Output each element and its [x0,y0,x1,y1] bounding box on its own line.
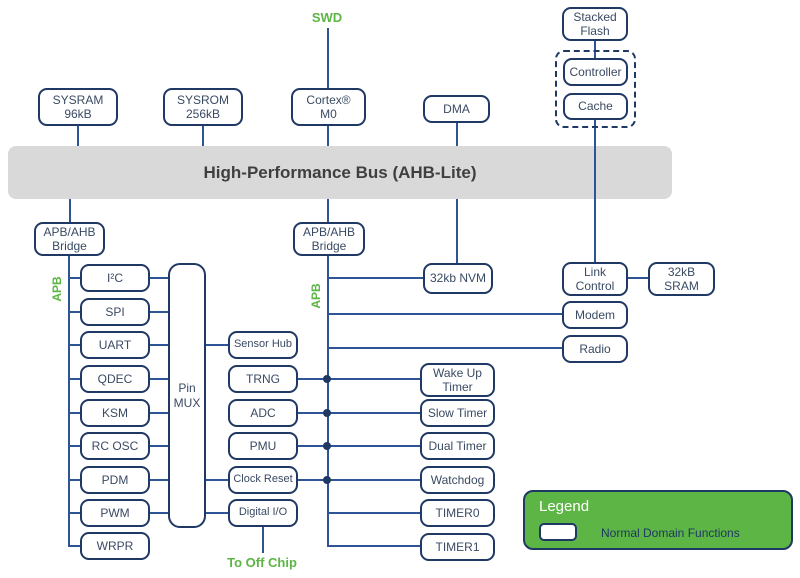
box-sysram: SYSRAM 96kB [38,88,118,126]
connector-adc-slowtimer [298,412,420,414]
box-pdm: PDM [80,466,150,494]
connector-spine-spi [68,311,81,313]
connector-digitalio-offchip [262,527,264,553]
connector-dma-bus [456,123,458,146]
connector-spine-uart [68,344,81,346]
connector-trng-wakeup [298,378,420,380]
box-adc: ADC [228,399,298,427]
connector-sysrom-bus [202,125,204,146]
connector-spine-qdec [68,378,81,380]
legend-swatch-normal-domain [539,523,577,541]
connector-spine-pwm [68,512,81,514]
box-trng: TRNG [228,365,298,393]
box-modem: Modem [562,301,628,329]
box-watchdog: Watchdog [420,466,495,494]
box-link-control: Link Control [562,262,628,296]
connector-ksm-pinmux [150,412,168,414]
connector-spine-nvm [327,277,423,279]
box-rc-osc: RC OSC [80,432,150,460]
connector-pinmux-sensorhub [206,344,228,346]
apb-spine-left [68,255,70,547]
connector-qdec-pinmux [150,378,168,380]
box-timer1: TIMER1 [420,533,495,561]
box-pwm: PWM [80,499,150,527]
box-wakeup-timer: Wake Up Timer [420,363,495,397]
box-spi: SPI [80,298,150,326]
box-digital-io: Digital I/O [228,499,298,527]
box-dma: DMA [423,95,490,123]
connector-cache-linkcontrol [594,119,596,262]
connector-bus-bridge-left [69,199,71,222]
connector-spine-wrpr [68,545,81,547]
box-clock-reset: Clock Reset [228,466,298,494]
box-timer0: TIMER0 [420,499,495,527]
connector-pmu-dualtimer [298,445,420,447]
apb-label-left: APB [50,276,64,302]
connector-swd-cortex [327,28,329,88]
connector-bus-bridge-center [327,199,329,222]
box-apb-ahb-bridge-left: APB/AHB Bridge [34,222,105,256]
ahb-bus-bar: High-Performance Bus (AHB-Lite) [8,146,672,199]
connector-flash-controller [594,40,596,59]
connector-spine-rcosc [68,445,81,447]
box-i2c: I²C [80,264,150,292]
box-cortex-m0: Cortex® M0 [291,88,366,126]
box-wrpr: WRPR [80,532,150,560]
legend: Legend Normal Domain Functions [523,490,793,550]
connector-spi-pinmux [150,311,168,313]
junction-dot [323,409,331,417]
box-qdec: QDEC [80,365,150,393]
connector-cortex-bus [327,125,329,146]
box-pmu: PMU [228,432,298,460]
connector-pinmux-digitalio [206,512,228,514]
connector-pdm-pinmux [150,479,168,481]
junction-dot [323,442,331,450]
connector-spine-radio [327,347,562,349]
swd-label: SWD [311,10,343,25]
box-ksm: KSM [80,399,150,427]
connector-bus-nvm [456,199,458,263]
flash-controller-group [555,50,636,128]
apb-spine-center [327,255,329,547]
box-nvm: 32kb NVM [423,263,493,294]
connector-spine-i2c [68,277,81,279]
box-slow-timer: Slow Timer [420,399,495,427]
box-sysrom: SYSROM 256kB [163,88,243,126]
box-stacked-flash: Stacked Flash [562,7,628,41]
connector-spine-ksm [68,412,81,414]
legend-title: Legend [539,498,590,515]
connector-clockreset-watchdog [298,479,420,481]
ahb-bus-label: High-Performance Bus (AHB-Lite) [203,162,477,182]
connector-pwm-pinmux [150,512,168,514]
box-flash-controller: Controller [563,58,628,86]
connector-spine-timer1 [327,545,420,547]
box-pin-mux: Pin MUX [168,263,206,528]
connector-rcosc-pinmux [150,445,168,447]
connector-sysram-bus [77,125,79,146]
legend-item-label: Normal Domain Functions [601,526,740,540]
box-apb-ahb-bridge-center: APB/AHB Bridge [293,222,365,256]
box-sram: 32kB SRAM [648,262,715,296]
box-dual-timer: Dual Timer [420,432,495,460]
junction-dot [323,375,331,383]
connector-spine-timer0 [327,512,420,514]
box-uart: UART [80,331,150,359]
to-off-chip-label: To Off Chip [227,555,297,570]
junction-dot [323,476,331,484]
box-flash-cache: Cache [563,93,628,120]
connector-linkcontrol-sram [628,277,648,279]
connector-pinmux-clockreset [206,479,228,481]
connector-uart-pinmux [150,344,168,346]
apb-label-center: APB [309,283,323,309]
box-radio: Radio [562,335,628,363]
connector-spine-modem [327,313,562,315]
connector-spine-pdm [68,479,81,481]
box-sensor-hub: Sensor Hub [228,331,298,359]
connector-i2c-pinmux [150,277,168,279]
